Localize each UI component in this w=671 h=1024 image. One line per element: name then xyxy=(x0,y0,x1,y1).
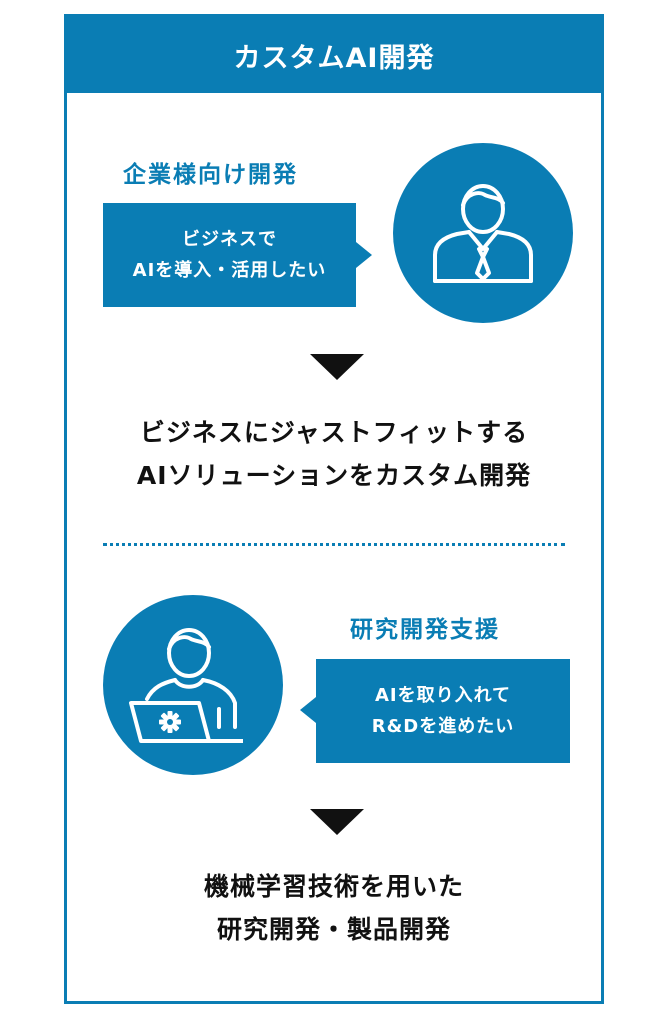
section-divider xyxy=(103,543,565,546)
enterprise-section-title: 企業様向け開発 xyxy=(123,162,298,188)
research-bubble-line-1: AIを取り入れて xyxy=(374,685,512,706)
researcher-laptop-icon xyxy=(129,628,243,743)
enterprise-bubble-line-1: ビジネスで xyxy=(182,229,277,250)
research-speech-bubble: AIを取り入れて R&Dを進めたい xyxy=(316,659,570,763)
research-bubble-line-2: R&Dを進めたい xyxy=(371,716,515,737)
custom-ai-panel: カスタムAI開発 企業様向け開発 ビジネスで AIを導入・活用したい ビジネスに… xyxy=(64,14,604,1004)
research-result-line-2: 研究開発・製品開発 xyxy=(216,915,451,944)
panel-title: カスタムAI開発 xyxy=(233,42,435,74)
enterprise-bubble-line-2: AIを導入・活用したい xyxy=(132,260,327,281)
enterprise-result-line-1: ビジネスにジャストフィットする xyxy=(139,418,529,447)
enterprise-result-text: ビジネスにジャストフィットする AIソリューションをカスタム開発 xyxy=(67,411,601,497)
research-bubble-tail xyxy=(300,697,316,723)
enterprise-speech-bubble: ビジネスで AIを導入・活用したい xyxy=(103,203,356,307)
businessman-icon xyxy=(433,184,533,283)
enterprise-bubble-tail xyxy=(356,242,372,268)
research-result-text: 機械学習技術を用いた 研究開発・製品開発 xyxy=(67,865,601,951)
enterprise-avatar-circle xyxy=(393,143,573,323)
research-down-arrow xyxy=(310,809,364,835)
panel-header: カスタムAI開発 xyxy=(67,17,601,93)
enterprise-down-arrow xyxy=(310,354,364,380)
enterprise-result-line-2: AIソリューションをカスタム開発 xyxy=(136,461,532,490)
research-section-title: 研究開発支援 xyxy=(350,617,500,643)
research-result-line-1: 機械学習技術を用いた xyxy=(203,872,464,901)
research-avatar-circle xyxy=(103,595,283,775)
